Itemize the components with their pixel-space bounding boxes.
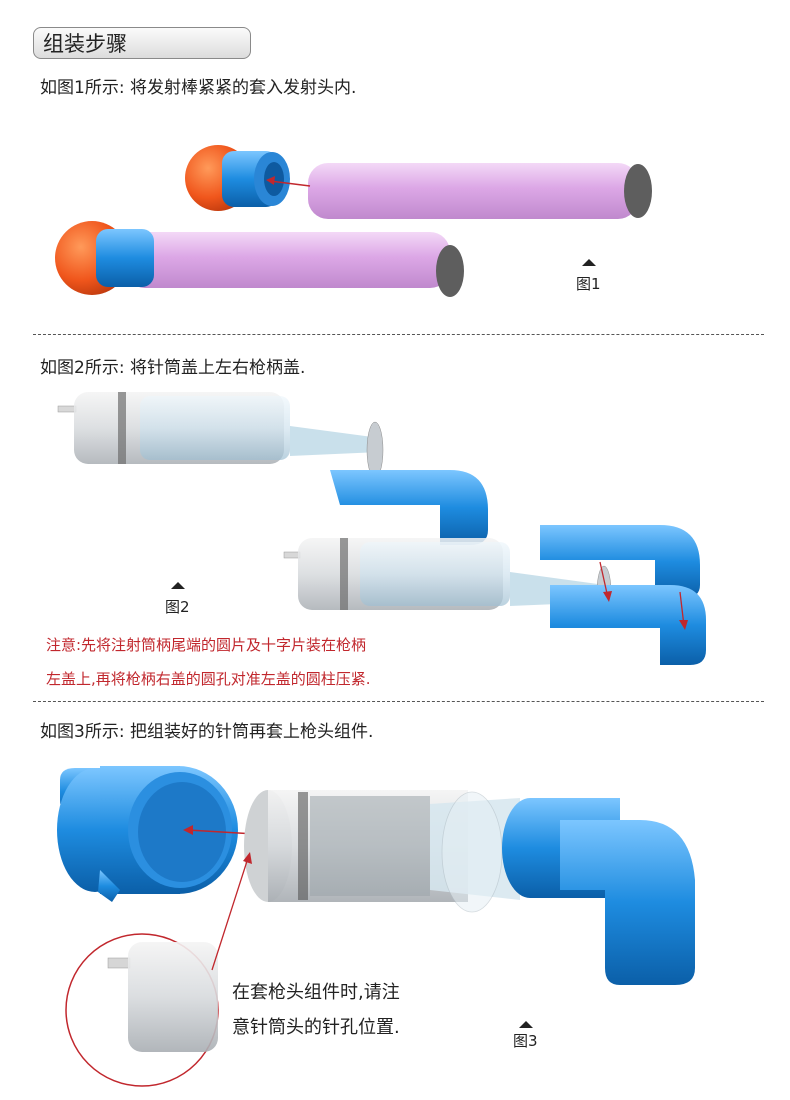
figure-1-illustration — [55, 145, 652, 297]
callout-line-2: 意针筒头的针孔位置. — [232, 1017, 400, 1038]
figure-1-label: 图1 — [576, 275, 601, 293]
callout-line-1: 在套枪头组件时,请注 — [232, 982, 400, 1003]
figure-3-illustration — [57, 766, 695, 1087]
section-divider-1 — [33, 334, 764, 335]
step-2-instruction: 如图2所示: 将针筒盖上左右枪柄盖. — [40, 358, 306, 378]
note-line-1: 注意:先将注射筒柄尾端的圆片及十字片装在枪柄 — [46, 636, 367, 654]
figure-2-illustration — [57, 392, 706, 665]
section-title: 组装步骤 — [43, 32, 127, 56]
figure-3-label: 图3 — [513, 1032, 538, 1050]
note-line-2: 左盖上,再将枪柄右盖的圆孔对准左盖的圆柱压紧. — [46, 670, 371, 688]
step-1-instruction: 如图1所示: 将发射棒紧紧的套入发射头内. — [40, 78, 357, 98]
figure-2-label: 图2 — [165, 598, 190, 616]
section-divider-2 — [33, 701, 764, 702]
step-3-instruction: 如图3所示: 把组装好的针筒再套上枪头组件. — [40, 722, 374, 742]
section-title-box — [33, 27, 251, 59]
